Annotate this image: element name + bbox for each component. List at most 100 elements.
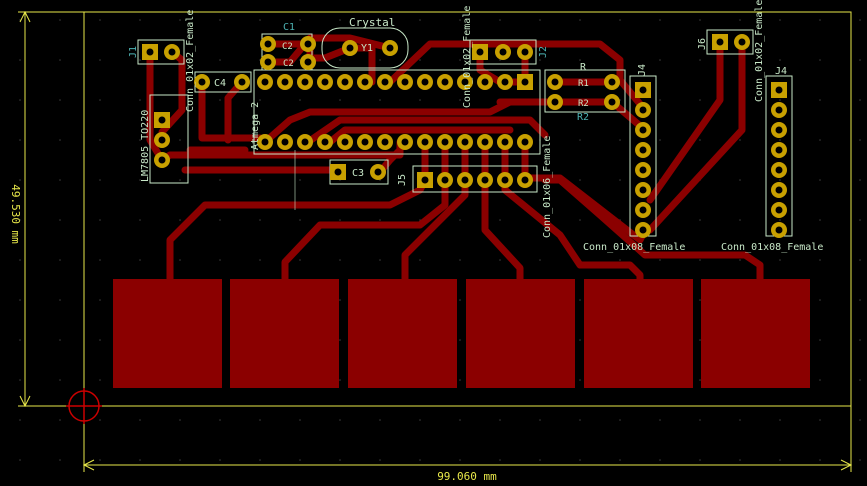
label-conn08-a: Conn_01x08_Female	[583, 242, 685, 253]
outline-r	[544, 69, 626, 113]
label-atmega: Atmega 2	[250, 102, 261, 150]
tht-pad-27	[517, 74, 533, 90]
label-c2b: C2	[283, 59, 294, 69]
width-dimension-label: 99.060 mm	[437, 470, 497, 483]
tht-pad-15	[277, 74, 293, 90]
outline-j6	[706, 29, 754, 55]
tht-pad-34	[377, 134, 393, 150]
tht-pad-71	[771, 162, 787, 178]
copper-pad-4	[466, 279, 575, 388]
tht-pad-33	[357, 134, 373, 150]
label-c2: C2	[282, 42, 293, 52]
outline-crystal	[321, 27, 409, 69]
tht-pad-70	[771, 142, 787, 158]
tht-pad-29	[277, 134, 293, 150]
tht-pad-38	[457, 134, 473, 150]
label-j4: J4	[637, 64, 648, 76]
tht-pad-43	[370, 164, 386, 180]
outline-lm7805	[149, 94, 189, 184]
tht-pad-8	[260, 36, 276, 52]
outline-j1	[137, 39, 185, 65]
label-j4-right: J4	[775, 66, 787, 77]
label-r2: R2	[578, 99, 589, 109]
label-conn02-left: Conn_01x02_Female	[185, 10, 196, 112]
tht-pad-32	[337, 134, 353, 150]
label-c1: C1	[283, 22, 295, 33]
copper-pad-1	[113, 279, 222, 388]
tht-pad-72	[771, 182, 787, 198]
tht-pad-46	[517, 44, 533, 60]
tht-pad-20	[377, 74, 393, 90]
tht-pad-44	[472, 44, 488, 60]
tht-pad-62	[635, 182, 651, 198]
label-crystal: Crystal	[349, 16, 395, 29]
tht-pad-1	[142, 44, 158, 60]
width-dimension	[82, 406, 853, 472]
tht-pad-49	[457, 172, 473, 188]
tht-pad-40	[497, 134, 513, 150]
tht-pad-63	[635, 202, 651, 218]
label-j5: J5	[397, 174, 408, 186]
tht-pad-9	[300, 36, 316, 52]
tht-pad-31	[317, 134, 333, 150]
label-conn02-right: Conn_01x02_Female	[754, 0, 765, 102]
label-c4: C4	[214, 78, 226, 89]
tht-pad-12	[342, 40, 358, 56]
height-dimension	[18, 10, 84, 408]
tht-pad-17	[317, 74, 333, 90]
tht-pad-54	[604, 74, 620, 90]
tht-pad-7	[234, 74, 250, 90]
tht-pad-30	[297, 134, 313, 150]
tht-pad-47	[417, 172, 433, 188]
tht-pad-50	[477, 172, 493, 188]
label-conn02-mid: Conn_01x02_Female	[462, 6, 473, 108]
tht-pad-66	[734, 34, 750, 50]
origin-marker	[66, 388, 102, 424]
label-r2b: R2	[577, 112, 589, 123]
tht-pad-65	[712, 34, 728, 50]
tht-pad-42	[330, 164, 346, 180]
tht-pad-5	[154, 152, 170, 168]
tht-pad-52	[517, 172, 533, 188]
tht-pad-61	[635, 162, 651, 178]
tht-pad-14	[257, 74, 273, 90]
tht-pad-10	[260, 54, 276, 70]
tht-pad-60	[635, 142, 651, 158]
tht-pad-22	[417, 74, 433, 90]
copper-pad-6	[701, 279, 810, 388]
copper-pad-2	[230, 279, 339, 388]
tht-pad-24	[457, 74, 473, 90]
tht-pad-11	[300, 54, 316, 70]
copper-pad-3	[348, 279, 457, 388]
tht-pad-53	[547, 74, 563, 90]
tht-pad-4	[154, 132, 170, 148]
outline-atmega	[253, 69, 541, 155]
tht-pad-16	[297, 74, 313, 90]
label-conn08-b: Conn_01x08_Female	[721, 242, 823, 253]
tht-pad-18	[337, 74, 353, 90]
outline-j5	[412, 165, 538, 193]
tht-pad-25	[477, 74, 493, 90]
label-j2: J2	[538, 46, 549, 58]
label-j1: J1	[128, 46, 139, 58]
tht-pad-2	[164, 44, 180, 60]
label-j6: J6	[697, 38, 708, 50]
label-c3: C3	[352, 168, 364, 179]
tht-pad-37	[437, 134, 453, 150]
tht-pad-55	[547, 94, 563, 110]
tht-pad-3	[154, 112, 170, 128]
copper-pad-5	[584, 279, 693, 388]
tht-pad-45	[495, 44, 511, 60]
tht-pad-64	[635, 222, 651, 238]
outline-j2	[469, 39, 537, 65]
tht-pad-36	[417, 134, 433, 150]
tht-pad-13	[382, 40, 398, 56]
tht-pad-59	[635, 122, 651, 138]
tht-pad-28	[257, 134, 273, 150]
tht-pad-19	[357, 74, 373, 90]
tht-pad-69	[771, 122, 787, 138]
tht-pad-58	[635, 102, 651, 118]
tht-pad-35	[397, 134, 413, 150]
through-hole-pads	[142, 34, 787, 238]
